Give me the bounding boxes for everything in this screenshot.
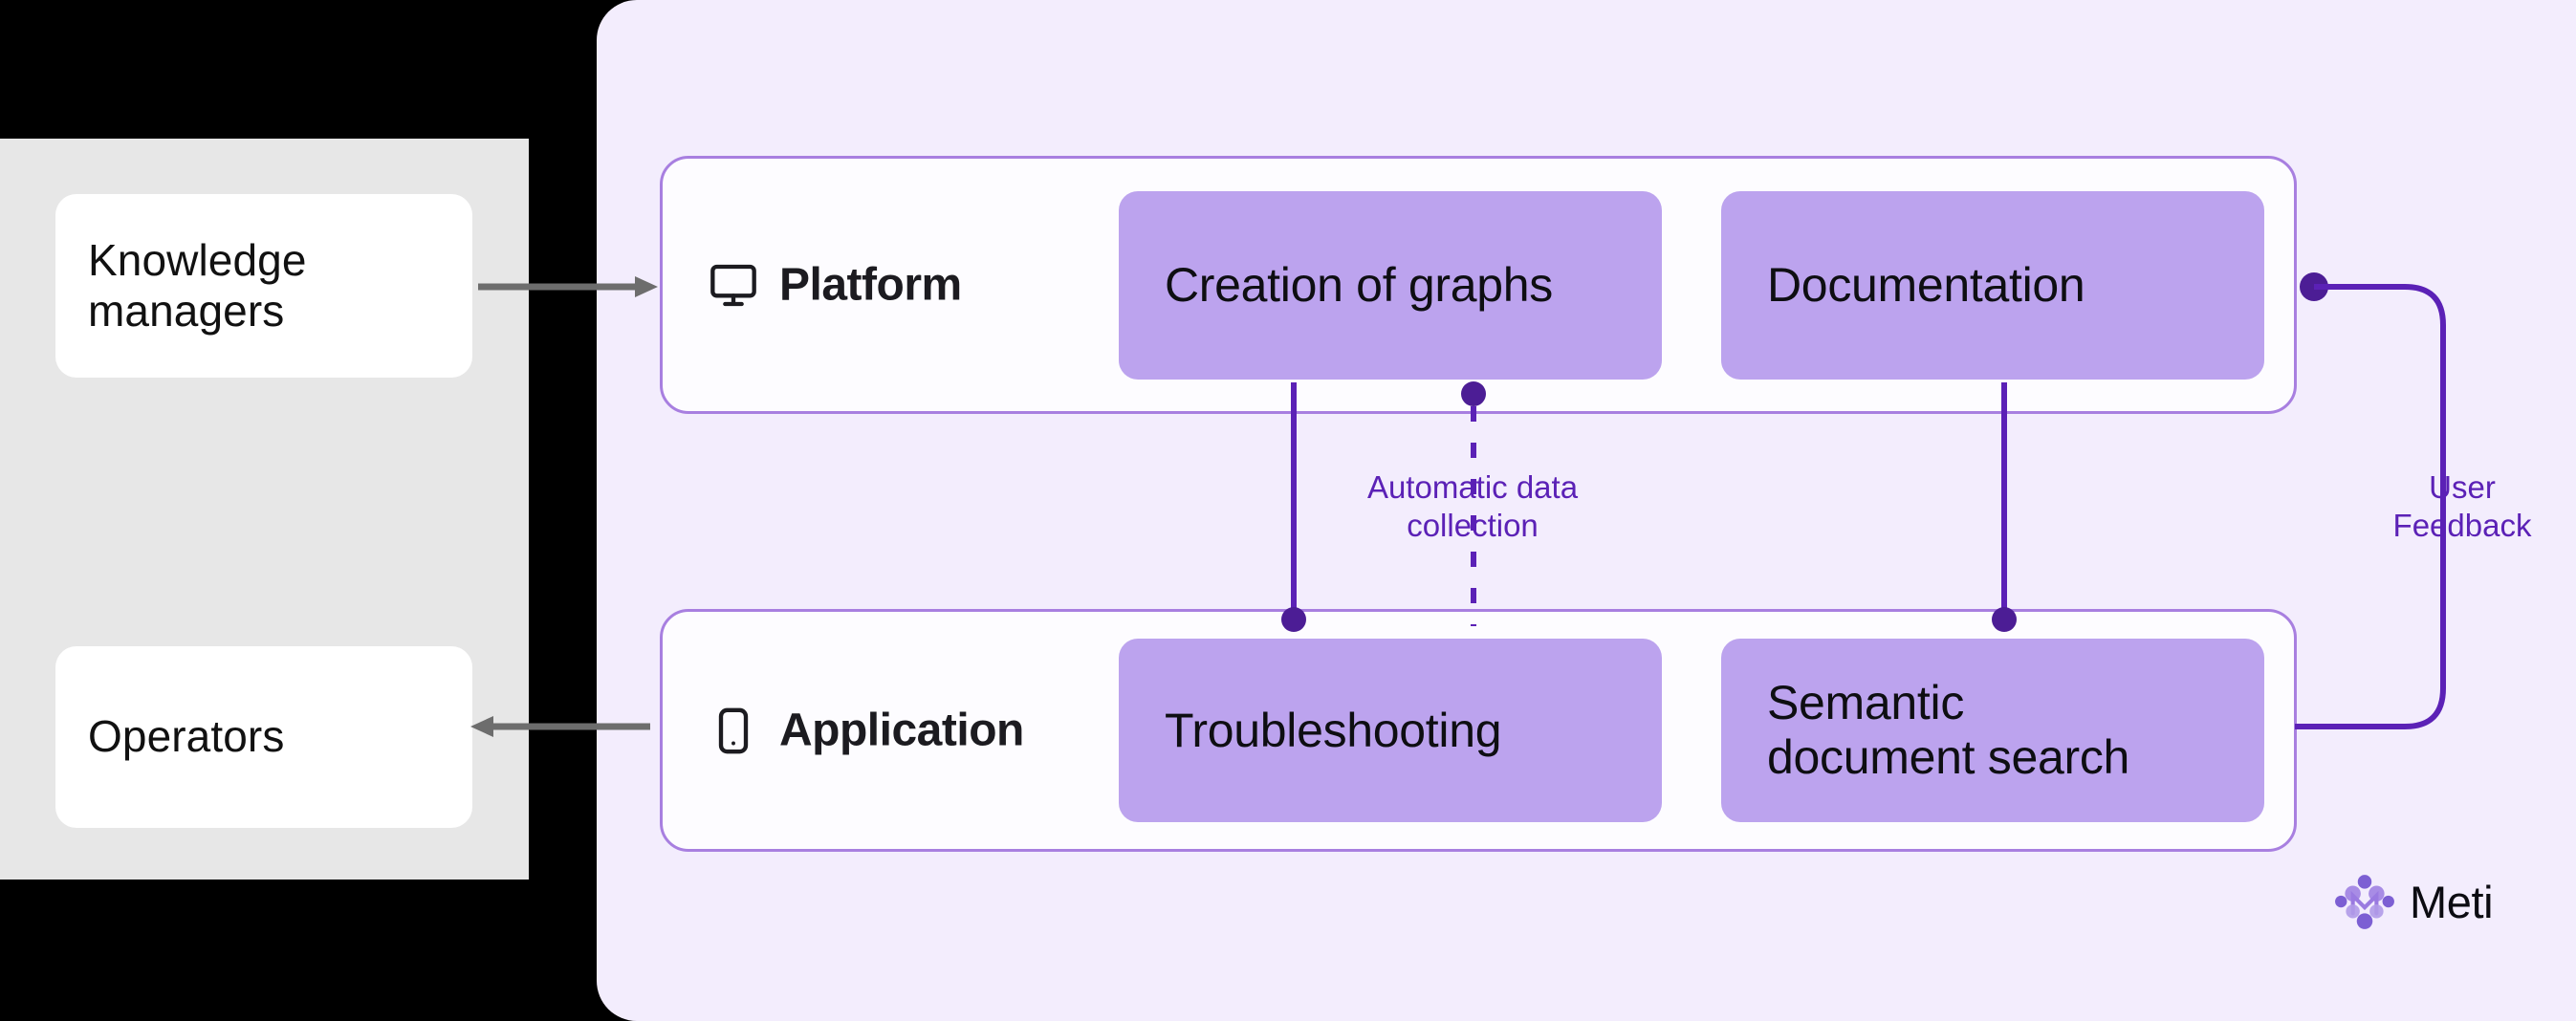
feature-label: Troubleshooting xyxy=(1165,703,1502,757)
feature-creation-of-graphs[interactable]: Creation of graphs xyxy=(1119,191,1662,380)
section-platform-title: Platform xyxy=(779,259,962,311)
section-application-header: Application xyxy=(709,705,1024,757)
feature-semantic-document-search[interactable]: Semantic document search xyxy=(1721,639,2264,822)
meti-logo-icon xyxy=(2335,875,2394,929)
persona-card-operators[interactable]: Operators xyxy=(55,646,472,828)
smartphone-icon xyxy=(718,707,749,753)
monitor-icon xyxy=(710,264,756,306)
brand-logo: Meti xyxy=(2333,870,2494,933)
persona-card-knowledge-managers[interactable]: Knowledge managers xyxy=(55,194,472,378)
section-application-title: Application xyxy=(779,705,1024,756)
edge-label-automatic-data-collection: Automatic data collection xyxy=(1366,469,1579,544)
persona-label: Knowledge managers xyxy=(88,234,307,336)
feature-label: Documentation xyxy=(1767,258,2085,312)
feature-label: Semantic document search xyxy=(1767,676,2130,784)
persona-label: Operators xyxy=(88,711,285,762)
section-platform-header: Platform xyxy=(709,259,962,312)
feature-troubleshooting[interactable]: Troubleshooting xyxy=(1119,639,1662,822)
edge-label-user-feedback: User Feedback xyxy=(2392,469,2532,544)
feature-documentation[interactable]: Documentation xyxy=(1721,191,2264,380)
feature-label: Creation of graphs xyxy=(1165,258,1553,312)
brand-name: Meti xyxy=(2410,876,2494,927)
